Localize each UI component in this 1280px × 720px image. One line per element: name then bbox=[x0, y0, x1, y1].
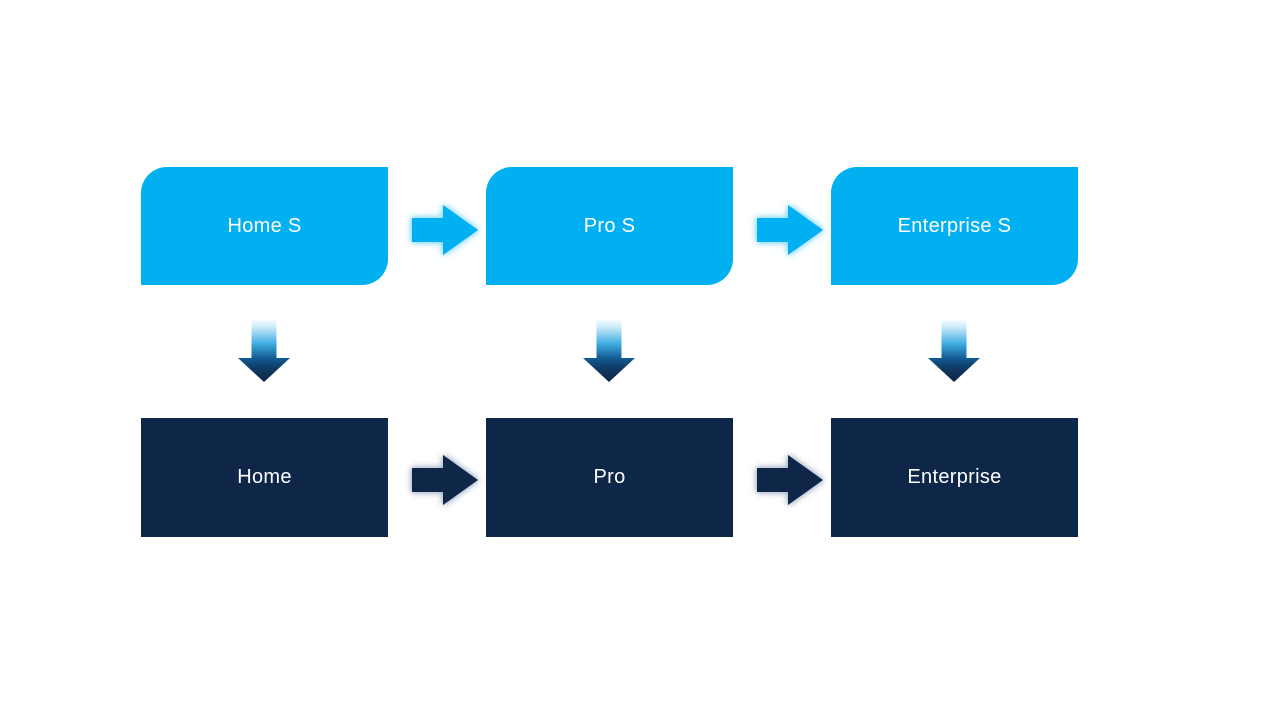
down-arrow-icon bbox=[928, 320, 980, 382]
box-home-s: Home S bbox=[141, 167, 388, 285]
box-home-s-label: Home S bbox=[227, 214, 302, 237]
down-arrow-icon bbox=[238, 320, 290, 382]
box-pro-label: Pro bbox=[593, 466, 626, 488]
right-arrow-icon bbox=[757, 205, 823, 255]
right-arrow-icon bbox=[757, 455, 823, 505]
box-pro-s: Pro S bbox=[486, 167, 733, 285]
box-enterprise-s-label: Enterprise S bbox=[897, 214, 1012, 237]
box-home-label: Home bbox=[237, 466, 292, 488]
box-pro-s-label: Pro S bbox=[583, 214, 636, 237]
box-home: Home bbox=[141, 418, 388, 537]
box-enterprise-s: Enterprise S bbox=[831, 167, 1078, 285]
right-arrow-icon bbox=[412, 455, 478, 505]
box-enterprise: Enterprise bbox=[831, 418, 1078, 537]
box-enterprise-label: Enterprise bbox=[907, 466, 1002, 488]
down-arrow-icon bbox=[583, 320, 635, 382]
right-arrow-icon bbox=[412, 205, 478, 255]
box-pro: Pro bbox=[486, 418, 733, 537]
